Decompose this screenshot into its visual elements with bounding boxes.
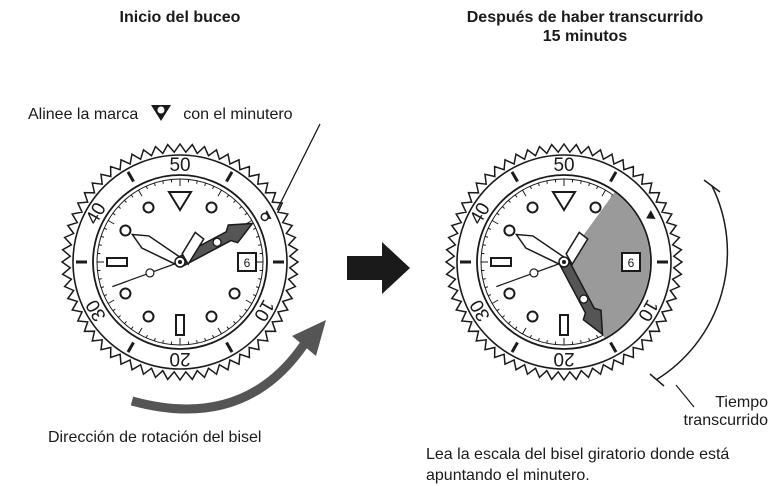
elapsed-label-line1: Tiempo <box>715 394 768 411</box>
elapsed-time-bracket <box>655 185 729 381</box>
bezel-number-20-left: 20 <box>169 348 190 369</box>
align-instruction: Alinee la marca con el minutero <box>28 104 293 124</box>
rotation-direction-arrow-icon <box>130 320 326 414</box>
title-after-line1: Después de haber transcurrido <box>466 9 704 26</box>
align-instruction-after: con el minutero <box>183 106 293 123</box>
align-instruction-before: Alinee la marca <box>28 106 139 123</box>
twelve-oclock-triangle-marker-right <box>551 191 577 212</box>
bezel-marker-triangle-right <box>646 210 656 219</box>
short-stub-hand-right <box>565 231 589 266</box>
transition-arrow-icon <box>347 242 410 294</box>
date-window-right <box>621 252 641 272</box>
watch-left-start-of-dive: 50 40 30 20 10 6 <box>60 142 300 382</box>
twelve-oclock-triangle-marker <box>167 191 193 212</box>
inverted-triangle-marker-icon <box>150 105 171 121</box>
bezel-number-50-left: 50 <box>169 155 190 176</box>
title-after-line2: 15 minutos <box>542 28 628 45</box>
minute-hand-right <box>558 258 604 337</box>
elapsed-time-label: Tiempo transcurrido <box>668 394 768 430</box>
seconds-hand-right <box>496 261 565 288</box>
read-bezel-caption: Lea la escala del bisel giratorio donde … <box>426 446 730 484</box>
date-window-left <box>237 252 257 272</box>
date-number-right: 6 <box>628 256 635 270</box>
bezel-number-50-right: 50 <box>553 155 574 176</box>
watch-right-after-15-minutes: 50 40 30 20 10 6 <box>444 142 729 408</box>
short-stub-hand-left <box>181 231 205 266</box>
title-after-15-minutes: Después de haber transcurrido 15 minutos <box>440 8 730 46</box>
date-number-left: 6 <box>244 256 251 270</box>
seconds-hand-left <box>112 261 181 288</box>
elapsed-label-line2: transcurrido <box>683 412 768 429</box>
align-leader-line <box>276 123 321 211</box>
bezel-number-20-right: 20 <box>553 348 574 369</box>
bezel-marker-pip-left <box>260 212 270 222</box>
minute-hand-left <box>176 222 255 268</box>
rotation-caption: Dirección de rotación del bisel <box>48 429 262 446</box>
elapsed-leader-line <box>675 384 695 408</box>
title-start-of-dive: Inicio del buceo <box>119 9 241 26</box>
